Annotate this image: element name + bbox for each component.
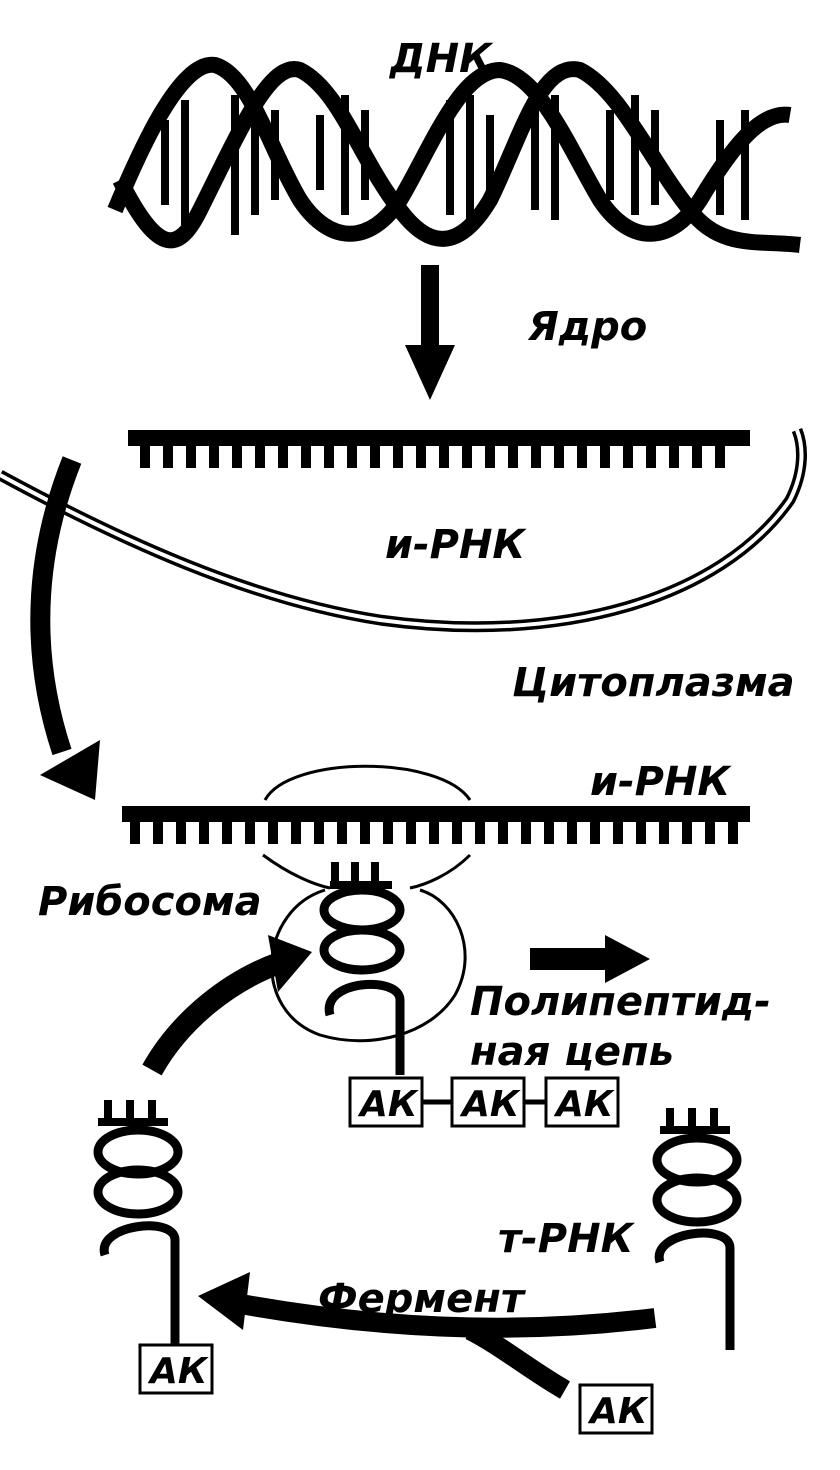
nuclear-membrane <box>0 427 807 633</box>
codon-tooth <box>130 820 140 844</box>
polypeptide-chain: АК АК АК <box>348 1076 620 1128</box>
codon-tooth <box>314 820 324 844</box>
mrna-strand-cytoplasm <box>122 806 750 844</box>
codon-tooth <box>416 444 426 468</box>
trna-in-ribosome <box>319 862 405 1075</box>
codon-tooth <box>393 444 403 468</box>
codon-tooth <box>669 444 679 468</box>
mrna-export-arrow <box>30 456 100 800</box>
codon-tooth <box>508 444 518 468</box>
codon-tooth <box>613 820 623 844</box>
mrna-codons <box>130 820 738 844</box>
amino-acid-2-label: АК <box>459 1084 521 1125</box>
codon-tooth <box>590 820 600 844</box>
codon-tooth <box>176 820 186 844</box>
codon-tooth <box>659 820 669 844</box>
codon-tooth <box>140 444 150 468</box>
mrna-codons <box>140 444 725 468</box>
codon-tooth <box>462 444 472 468</box>
amino-acid-1-label: АК <box>357 1084 419 1125</box>
codon-tooth <box>715 444 725 468</box>
dna-double-helix: ДНК <box>107 36 801 253</box>
translation-direction-arrow <box>530 935 650 983</box>
codon-tooth <box>544 820 554 844</box>
charged-trna: АК <box>93 1100 214 1395</box>
enzyme-arrow <box>198 1272 657 1399</box>
codon-tooth <box>531 444 541 468</box>
nucleus-label: Ядро <box>527 304 647 350</box>
codon-tooth <box>291 820 301 844</box>
codon-tooth <box>255 444 265 468</box>
trna-delivery-arrow <box>142 935 312 1076</box>
cytoplasm-label: Цитоплазма <box>512 660 795 706</box>
codon-tooth <box>245 820 255 844</box>
codon-tooth <box>163 444 173 468</box>
codon-tooth <box>682 820 692 844</box>
codon-tooth <box>452 820 462 844</box>
polypeptide-label-line1: Полипептид- <box>470 979 771 1025</box>
codon-tooth <box>475 820 485 844</box>
codon-tooth <box>429 820 439 844</box>
codon-tooth <box>646 444 656 468</box>
codon-tooth <box>383 820 393 844</box>
codon-tooth <box>199 820 209 844</box>
codon-tooth <box>278 444 288 468</box>
codon-tooth <box>636 820 646 844</box>
codon-tooth <box>485 444 495 468</box>
codon-tooth <box>153 820 163 844</box>
free-trna <box>652 1108 742 1350</box>
codon-tooth <box>370 444 380 468</box>
amino-acid-3-label: АК <box>553 1084 615 1125</box>
codon-tooth <box>623 444 633 468</box>
codon-tooth <box>600 444 610 468</box>
codon-tooth <box>728 820 738 844</box>
codon-tooth <box>406 820 416 844</box>
codon-tooth <box>268 820 278 844</box>
codon-tooth <box>222 820 232 844</box>
codon-tooth <box>360 820 370 844</box>
codon-tooth <box>324 444 334 468</box>
codon-tooth <box>521 820 531 844</box>
mrna-strand-nucleus <box>128 430 750 468</box>
mrna-label-nucleus: и-РНК <box>385 522 527 568</box>
dna-label: ДНК <box>388 36 494 82</box>
codon-tooth <box>439 444 449 468</box>
codon-tooth <box>232 444 242 468</box>
trna-label: т-РНК <box>498 1216 636 1262</box>
codon-tooth <box>301 444 311 468</box>
charged-trna-amino-acid-label: АК <box>147 1351 209 1392</box>
polypeptide-label-line2: ная цепь <box>470 1029 674 1075</box>
codon-tooth <box>567 820 577 844</box>
codon-tooth <box>347 444 357 468</box>
dna-strand-2 <box>107 56 792 242</box>
codon-tooth <box>498 820 508 844</box>
codon-tooth <box>692 444 702 468</box>
mrna-label-cytoplasm: и-РНК <box>590 759 732 805</box>
codon-tooth <box>186 444 196 468</box>
codon-tooth <box>554 444 564 468</box>
dna-strand-1 <box>112 61 801 253</box>
free-amino-acid: АК <box>578 1383 654 1435</box>
ribosome-label: Рибосома <box>38 879 262 925</box>
free-amino-acid-label: АК <box>587 1391 649 1432</box>
codon-tooth <box>209 444 219 468</box>
transcription-arrow <box>405 265 455 400</box>
codon-tooth <box>337 820 347 844</box>
codon-tooth <box>577 444 587 468</box>
codon-tooth <box>705 820 715 844</box>
